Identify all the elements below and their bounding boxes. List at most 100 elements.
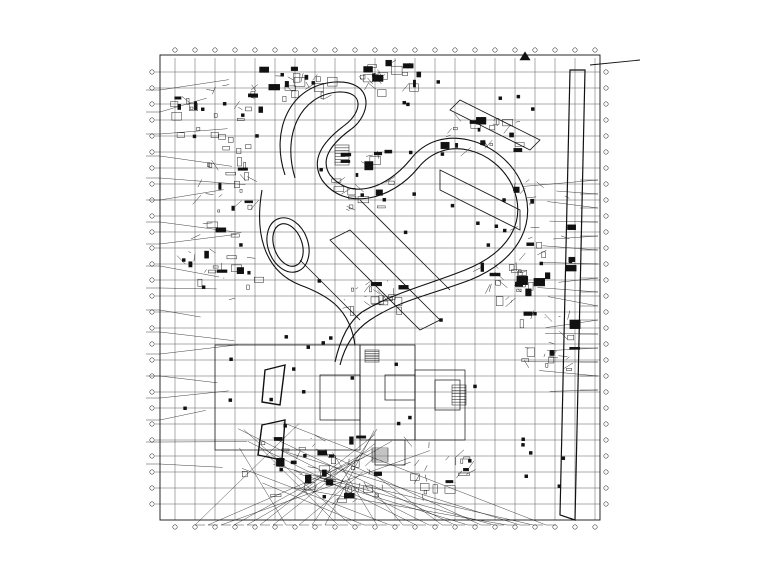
detail-line — [447, 128, 452, 134]
leader-line — [316, 474, 534, 526]
detail-line — [454, 449, 465, 459]
equipment-block — [513, 186, 520, 193]
axis-grid-bubble — [212, 47, 218, 53]
equipment-block — [313, 83, 324, 92]
equipment-block — [284, 81, 289, 88]
leader-line — [159, 155, 232, 167]
detail-line — [363, 481, 369, 491]
equipment-block — [468, 459, 472, 463]
column-mark — [539, 261, 544, 266]
axis-grid-bubble — [272, 524, 278, 530]
column-mark — [494, 224, 499, 228]
equipment-block — [548, 356, 555, 364]
axis-grid-bubble — [312, 47, 318, 53]
detail-line — [381, 484, 384, 490]
equipment-block — [432, 484, 438, 494]
leader-line — [370, 487, 404, 526]
equipment-block — [463, 468, 469, 472]
equipment-block — [565, 265, 577, 272]
axis-grid-bubble — [603, 453, 609, 459]
axis-grid-bubble — [603, 437, 609, 443]
detail-line — [445, 456, 450, 461]
equipment-block — [516, 288, 522, 292]
detail-line — [402, 82, 410, 92]
column-mark — [408, 150, 413, 155]
detail-line — [559, 330, 568, 340]
detail-line — [460, 147, 471, 157]
stair-symbol — [451, 384, 467, 406]
column-mark — [408, 415, 412, 420]
equipment-block — [569, 319, 581, 329]
axis-grid-bubble — [292, 524, 298, 530]
detail-line — [302, 486, 308, 494]
axis-grid-bubble — [492, 524, 498, 530]
axis-grid-bubble — [603, 421, 609, 427]
leader-line — [159, 221, 242, 233]
equipment-block — [533, 278, 546, 287]
detail-line — [378, 70, 383, 81]
detail-line — [296, 450, 301, 460]
axis-grid-bubble — [149, 85, 155, 91]
axis-grid-bubble — [149, 357, 155, 363]
axis-grid-bubble — [332, 47, 338, 53]
equipment-block — [218, 182, 222, 190]
equipment-block — [384, 149, 393, 154]
leader-line — [239, 447, 287, 526]
axis-grid-bubble — [149, 293, 155, 299]
column-mark — [182, 258, 186, 262]
detail-line — [536, 181, 544, 188]
column-mark — [402, 100, 406, 105]
equipment-block — [567, 334, 575, 341]
leader-line — [545, 319, 599, 328]
axis-grid-bubble — [603, 389, 609, 395]
leader-line — [238, 428, 430, 526]
equipment-block — [261, 441, 266, 446]
leader-line — [233, 449, 372, 526]
equipment-block — [250, 95, 258, 98]
equipment-block — [369, 156, 381, 165]
detail-line — [407, 62, 411, 69]
axis-grid-bubble — [149, 389, 155, 395]
axis-grid-bubble — [272, 47, 278, 53]
leader-line — [159, 344, 239, 355]
detail-line — [446, 134, 451, 138]
leader-line — [159, 265, 220, 278]
column-mark — [269, 397, 273, 402]
axis-grid-bubble — [592, 524, 598, 530]
equipment-block — [519, 319, 524, 329]
detail-line — [364, 82, 369, 91]
leader-lines — [146, 79, 599, 526]
equipment-block — [239, 189, 243, 193]
column-mark — [279, 467, 283, 472]
equipment-block — [460, 458, 464, 464]
equipment-block — [455, 143, 459, 148]
equipment-block — [234, 181, 240, 188]
detail-line — [543, 353, 546, 358]
axis-grid-bubble — [149, 421, 155, 427]
axis-grid-bubble — [512, 524, 518, 530]
detail-line — [305, 84, 314, 90]
equipment-block — [230, 233, 240, 238]
axis-grid-bubble — [372, 47, 378, 53]
detail-line — [558, 355, 568, 357]
column-mark — [412, 192, 416, 196]
equipment-block — [244, 200, 253, 204]
detail-line — [519, 187, 526, 195]
axis-grid-bubble — [149, 309, 155, 315]
detail-line — [566, 356, 570, 360]
axis-grid-bubble — [603, 325, 609, 331]
detail-line — [524, 347, 529, 349]
detail-line — [237, 106, 243, 111]
diagonal-wing — [299, 99, 541, 331]
leader-line — [159, 390, 229, 399]
axis-grid-bubble — [232, 47, 238, 53]
column-mark — [486, 243, 491, 247]
detail-line — [211, 160, 219, 171]
equipment-block — [511, 269, 522, 273]
leader-line — [220, 450, 430, 526]
equipment-block — [317, 450, 328, 456]
axis-grid-bubble — [352, 47, 358, 53]
axis-grid-bubble — [472, 47, 478, 53]
leader-line — [542, 245, 599, 251]
leader-line — [159, 331, 235, 341]
